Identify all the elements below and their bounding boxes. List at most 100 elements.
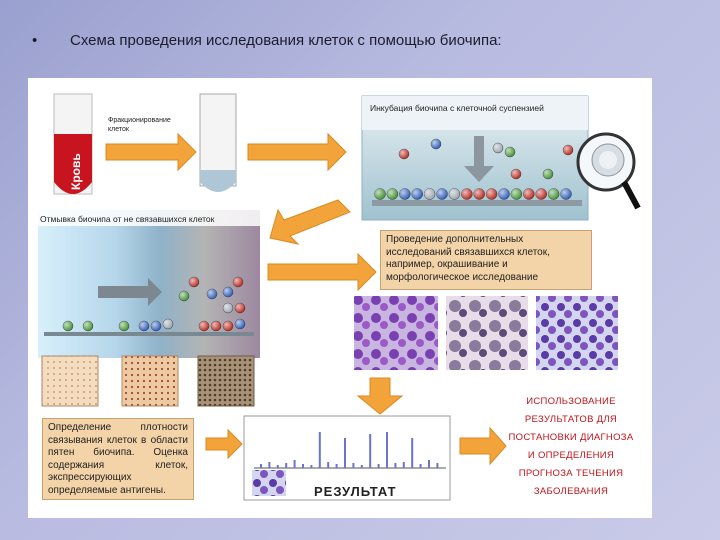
result-bar [318,432,321,468]
bound-cell-shine [548,188,560,200]
result-bar [310,465,313,468]
result-bar [377,464,380,468]
result-bar [260,464,262,468]
slide-title: Схема проведения исследования клеток с п… [70,32,502,49]
washing-cell-shine [63,321,73,331]
bound-cell-shine [523,188,535,200]
bound-cell-shine [498,188,510,200]
result-label: РЕЗУЛЬТАТ [314,484,397,499]
result-bar [360,465,363,468]
arrow-to-washing [269,199,351,245]
bound-cells-row [374,188,572,200]
result-bar [344,438,346,468]
arrow-down-grey [474,136,484,166]
magnifier-icon [576,132,641,210]
arrow-down-result [356,377,404,415]
washing-cell-shine [163,319,173,329]
usage-line: ИСПОЛЬЗОВАНИЕ [526,396,616,407]
washing-cell-shine [233,277,243,287]
additional-study-text: Проведение дополнительных исследований с… [386,234,550,283]
washing-cell-shine [119,321,129,331]
result-bar [327,462,330,468]
bound-cell-shine [510,188,522,200]
washing-cell-shine [83,321,93,331]
additional-study-box: Проведение дополнительных исследований с… [380,230,592,290]
result-bar [411,438,414,468]
bound-cell-shine [399,188,411,200]
usage-line: ПРОГНОЗА ТЕЧЕНИЯ [518,468,624,479]
fraction-tube [199,93,237,192]
washing-cell-shine [235,319,245,329]
usage-line: ПОСТАНОВКИ ДИАГНОЗА [508,432,634,443]
floating-cell-shine [493,143,503,153]
arrow-grey-right [98,278,162,306]
bound-cell-shine [535,188,547,200]
washing-cells [62,276,246,332]
bound-cell-shine [411,188,423,200]
washing-cell-shine [151,321,161,331]
result-bar [293,460,296,468]
blood-tube [53,93,93,195]
washing-cell-shine [139,321,149,331]
fractionation-label-2: клеток [108,126,130,133]
floating-cell-shine [563,145,573,155]
micro-image-3 [536,296,618,370]
result-bar [428,460,430,468]
bound-cell-shine [486,188,498,200]
result-bar [285,463,288,468]
result-bar [386,432,388,468]
spot-image-1 [41,355,99,407]
washing-cell-shine [223,321,233,331]
bullet: • [32,32,38,49]
bound-cell-shine [424,188,436,200]
washing-cell-shine [179,291,189,301]
bound-cell-shine [473,188,485,200]
usage-line: ЗАБОЛЕВАНИЯ [533,486,609,497]
bound-cell-shine [386,188,398,200]
bound-cell-shine [448,188,460,200]
floating-cell-shine [543,169,553,179]
washing-cell-shine [207,289,217,299]
bound-cell-shine [461,188,473,200]
floating-cells [398,138,574,180]
washing-cell-shine [189,277,199,287]
arrow-down-grey-head [464,166,494,182]
result-bar [335,464,338,468]
washing-cell-shine [223,303,233,313]
washing-cell-shine [199,321,209,331]
result-bar [302,464,304,468]
washing-label: Отмывка биочипа от не связавшихся клеток [40,214,215,224]
arrow-to-additional [267,252,377,292]
usage-text-block: ИСПОЛЬЗОВАНИЕ РЕЗУЛЬТАТОВ ДЛЯ ПОСТАНОВКИ… [496,396,646,497]
spot-image-3 [197,355,255,407]
arrow-to-result [205,428,243,460]
result-bar [419,464,422,468]
result-bar [394,463,397,468]
floating-cell-shine [431,139,441,149]
arrow-fractionation [105,132,197,172]
biochip-diagram: Кровь Фракционирование клеток Инкубация … [38,93,641,501]
result-panel [243,415,451,501]
density-text: Определение плотности связывания клеток … [48,422,188,496]
arrow-to-incubation [247,132,347,172]
tube-label: Кровь [69,153,83,190]
bound-cell-shine [374,188,386,200]
result-bar [352,463,355,468]
result-bars [260,432,439,468]
density-box: Определение плотности связывания клеток … [42,418,194,500]
floating-cell-shine [505,147,515,157]
arrow-to-usage [459,426,507,466]
diagram-panel: Кровь Фракционирование клеток Инкубация … [28,78,652,518]
usage-line: И ОПРЕДЕЛЕНИЯ [527,450,615,461]
result-bar [402,462,405,468]
micro-image-1 [354,296,438,370]
result-bar [268,462,271,468]
incubation-chip [361,95,589,221]
floating-cell-shine [511,169,521,179]
result-bar [276,465,279,468]
result-thumb [252,470,286,496]
floating-cell-shine [399,149,409,159]
washing-cell-shine [235,303,245,313]
spot-image-2 [121,355,179,407]
result-bar [369,434,372,468]
